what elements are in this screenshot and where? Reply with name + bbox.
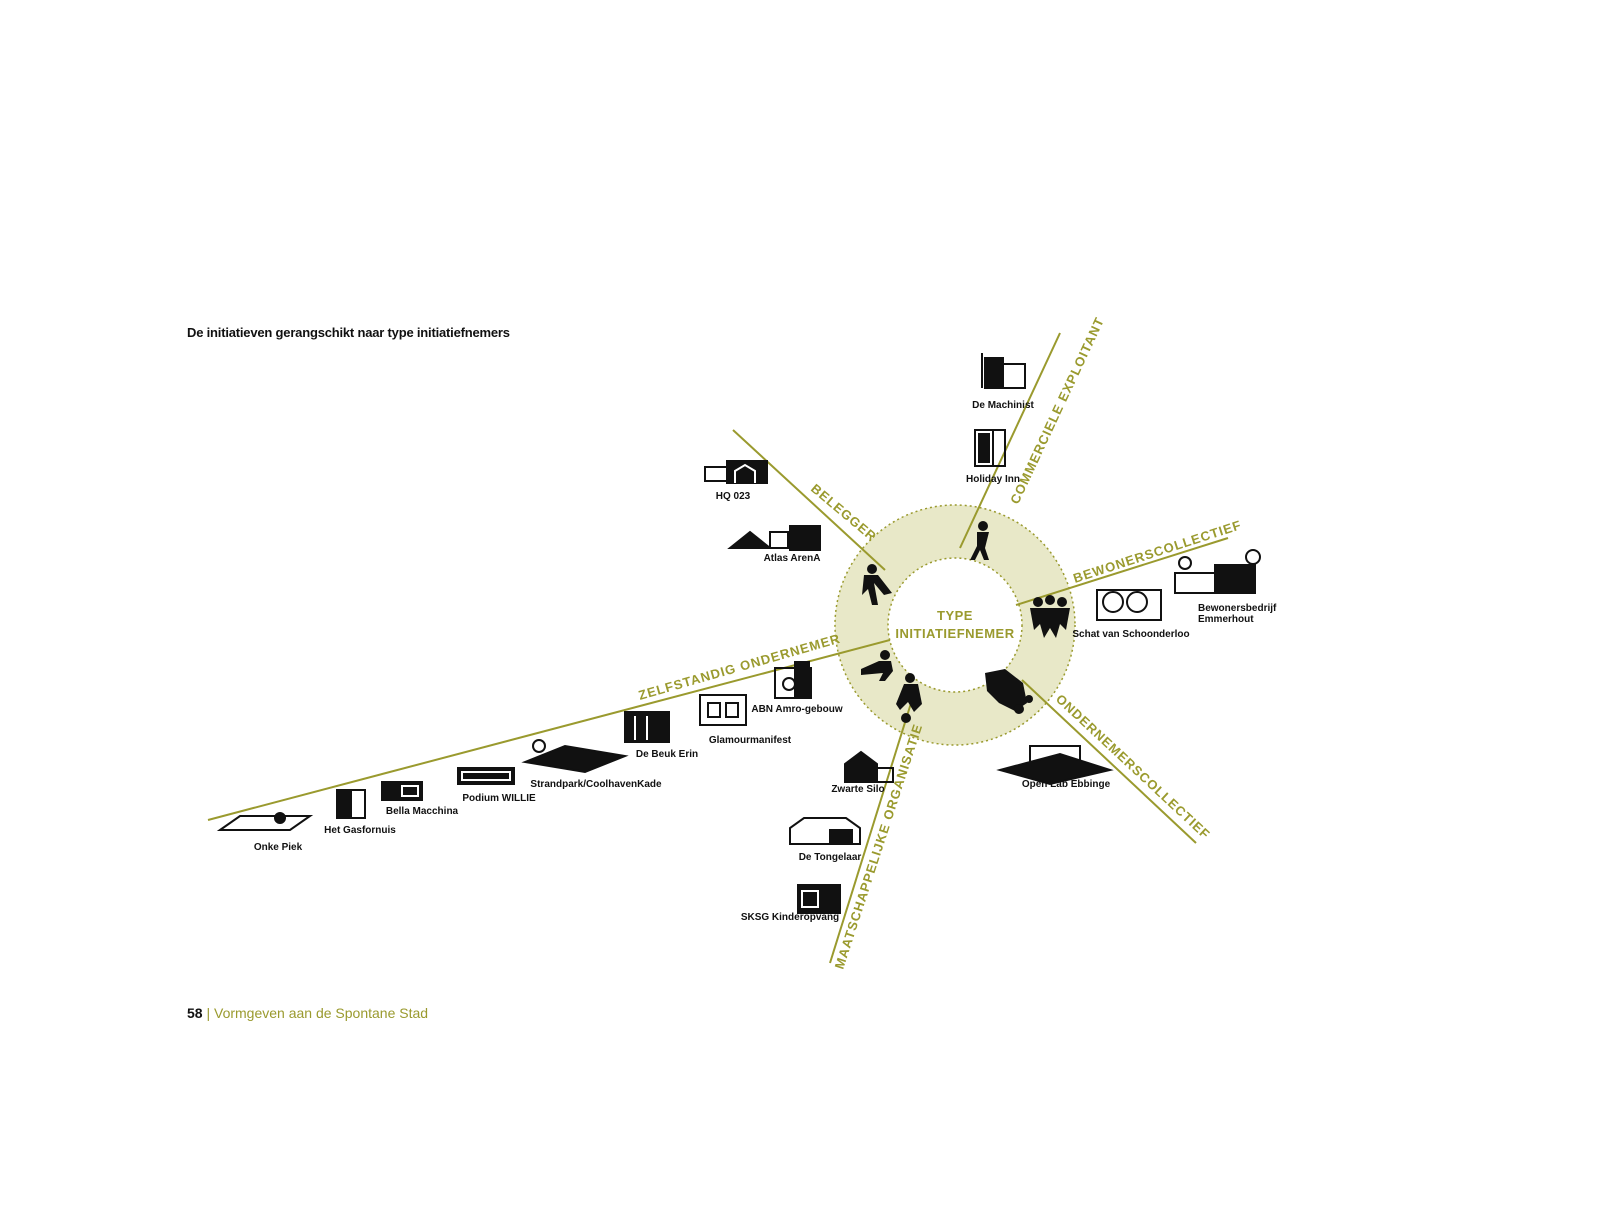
building-icon: [624, 711, 670, 743]
park-icon: [521, 739, 629, 774]
item-label-emmerhout: Emmerhout: [1198, 614, 1254, 625]
axis-line-ondernemerscollectief: [1021, 679, 1197, 844]
workshop-icon: [381, 781, 423, 801]
group-icon-ondernemerscollectief: [985, 669, 1033, 714]
item-label-zwarte-silo: Zwarte Silo: [831, 784, 884, 795]
item-label-abn-amro-gebouw: ABN Amro-gebouw: [751, 704, 843, 715]
group-icon-bewonerscollectief: [1030, 595, 1070, 638]
community-icon: [1174, 549, 1261, 594]
axis-label-maatschappelijke-organisatie: MAATSCHAPPELIJKE ORGANISATIE: [832, 722, 926, 971]
farm-icon: [789, 817, 861, 845]
person-icon-zelfstandig-ondernemer: [861, 650, 893, 681]
footer-separator: |: [206, 1005, 211, 1021]
publication-title: Vormgeven aan de Spontane Stad: [214, 1005, 429, 1021]
garden-icon: [216, 812, 314, 831]
cube-icon: [336, 789, 366, 819]
bank-icon: [774, 661, 812, 699]
factory-icon: [981, 353, 1026, 389]
stage-icon: [457, 767, 515, 785]
hotel-icon: [974, 429, 1006, 467]
page-number: 58: [187, 1005, 203, 1021]
item-label-sksg-kinderopvang: SKSG Kinderopvang: [741, 912, 839, 923]
lab-icon: [996, 745, 1114, 786]
center-label-line2: INITIATIEFNEMER: [895, 626, 1014, 641]
item-label-schat-van-schoonderloo: Schat van Schoonderloo: [1072, 629, 1189, 640]
item-label-open-lab-ebbinge: Open Lab Ebbinge: [1022, 779, 1111, 790]
axis-line-zelfstandig-ondernemer: [207, 639, 891, 821]
item-label-de-tongelaar: De Tongelaar: [799, 852, 862, 863]
store-icon: [699, 694, 747, 726]
office-icon: [704, 460, 768, 484]
silo-icon: [844, 750, 894, 783]
axis-line-maatschappelijke-organisatie: [829, 699, 913, 964]
greenhouse-icon: [1096, 589, 1162, 621]
item-label-atlas-arena: Atlas ArenA: [764, 553, 821, 564]
item-label-holiday-inn: Holiday Inn: [966, 474, 1020, 485]
page-footer: 58 | Vormgeven aan de Spontane Stad: [187, 1005, 428, 1021]
center-label-line1: TYPE: [937, 608, 973, 623]
person-icon-commerciele-exploitant: [970, 521, 989, 560]
item-label-bewonersbedrijf: Bewonersbedrijf: [1198, 603, 1277, 614]
figure-caption: De initiatieven gerangschikt naar type i…: [187, 325, 510, 340]
item-label-hq-023: HQ 023: [716, 491, 751, 502]
axis-line-bewonerscollectief: [1015, 537, 1229, 606]
item-label-de-beuk-erin: De Beuk Erin: [636, 749, 698, 760]
axis-line-belegger: [732, 429, 886, 571]
item-label-strandpark-coolhavenkade: Strandpark/CoolhavenKade: [530, 779, 662, 790]
person-icon-maatschappelijke-organisatie: [896, 673, 922, 723]
item-label-het-gasfornuis: Het Gasfornuis: [324, 825, 396, 836]
axis-line-commerciele-exploitant: [959, 332, 1061, 549]
person-icon-belegger: [862, 564, 892, 605]
item-label-onke-piek: Onke Piek: [254, 842, 303, 853]
daycare-icon: [797, 884, 841, 914]
arena-icon: [727, 525, 821, 551]
item-label-glamourmanifest: Glamourmanifest: [709, 735, 792, 746]
item-label-de-machinist: De Machinist: [972, 400, 1034, 411]
item-label-bella-macchina: Bella Macchina: [386, 806, 459, 817]
item-label-podium-willie: Podium WILLIE: [462, 793, 536, 804]
